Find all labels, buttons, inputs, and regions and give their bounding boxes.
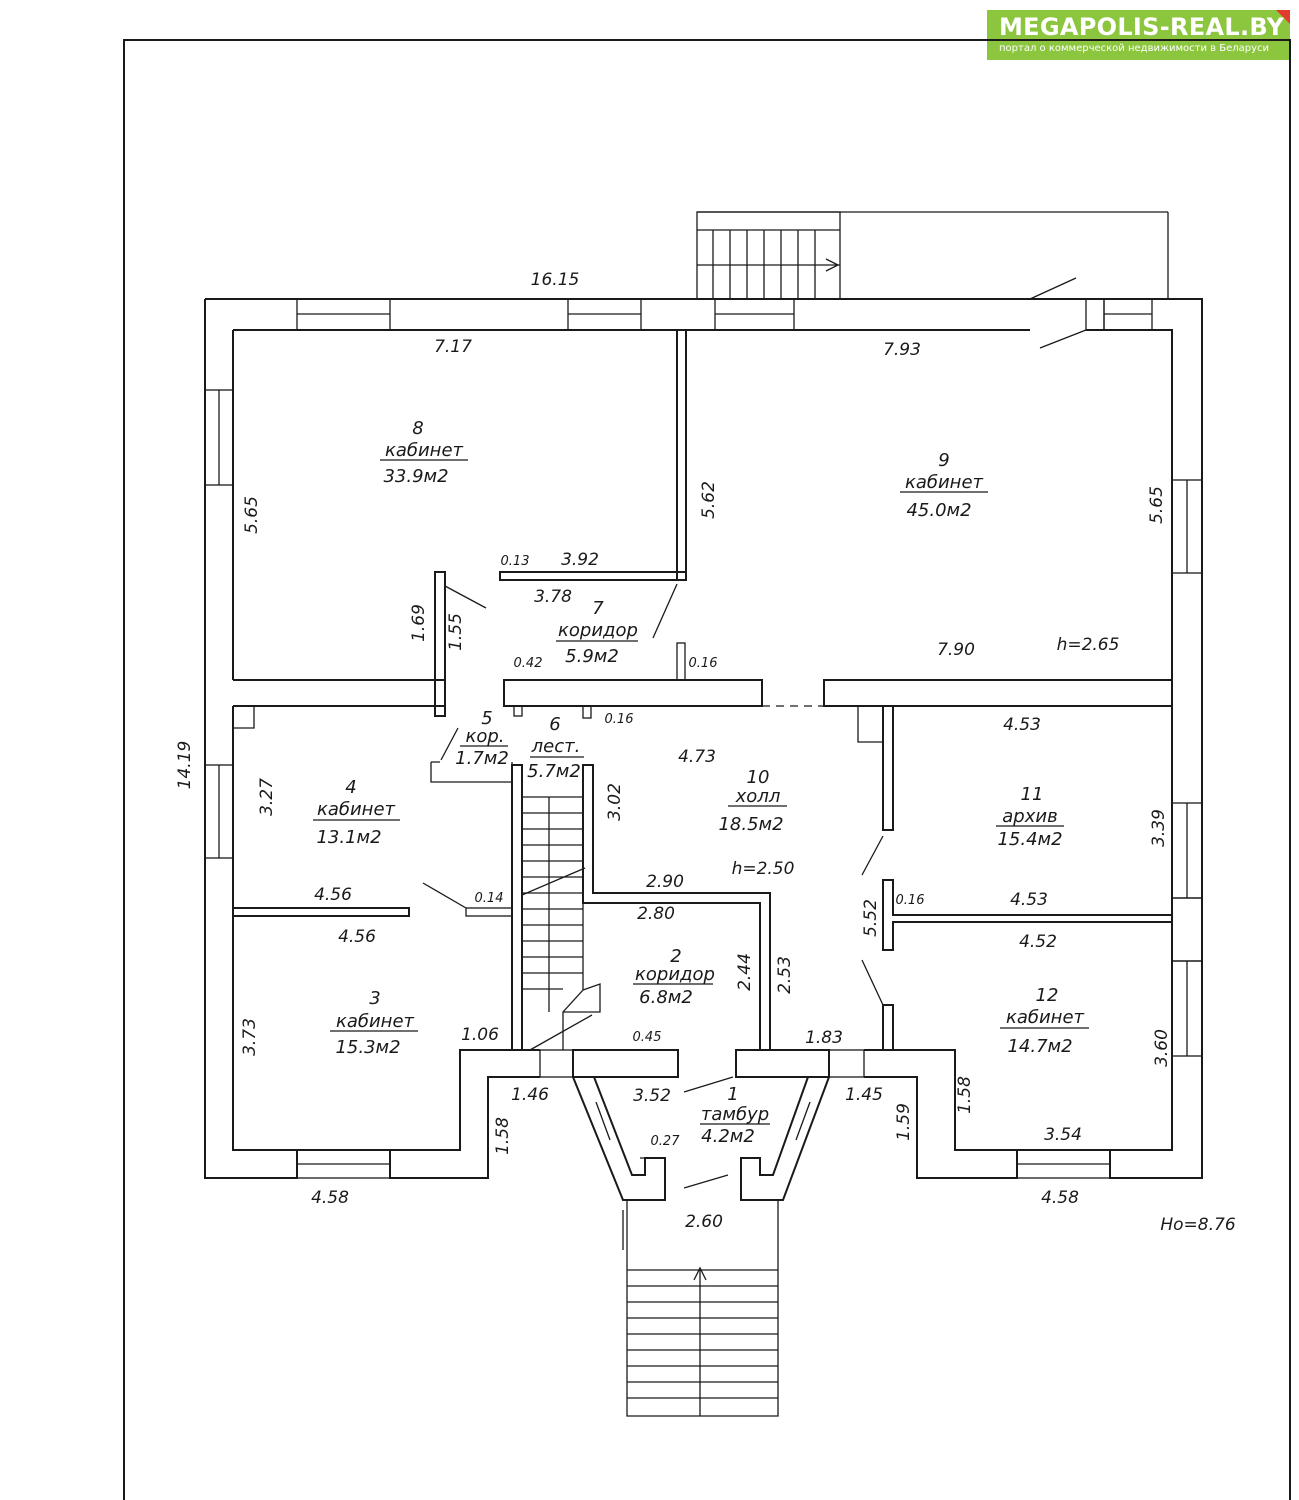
back-stair (696, 211, 1169, 300)
site-badge[interactable]: MEGAPOLIS-REAL.BY портал о коммерческой … (987, 10, 1290, 60)
dim-label: 1.06 (461, 1025, 499, 1045)
height-label: h=2.50 (732, 859, 795, 879)
dim-label: 0.45 (633, 1030, 662, 1045)
dim-label: 0.27 (651, 1134, 681, 1149)
room-6-area: 5.7м2 (527, 761, 581, 782)
front-stair (622, 1200, 779, 1417)
room-8-name: кабинет (385, 440, 464, 461)
dim-label: 1.83 (805, 1028, 843, 1048)
room-7-number: 7 (592, 598, 604, 619)
dim-label: 0.13 (501, 554, 530, 569)
dim-label: 4.52 (1019, 932, 1057, 952)
dim-label: 1.55 (446, 613, 466, 651)
dim-label: 4.58 (311, 1188, 349, 1208)
dim-label: 1.59 (894, 1103, 914, 1141)
dimension-labels: 16.15 7.17 7.93 5.65 5.62 5.65 0.13 3.92… (175, 270, 1236, 1235)
room-6-number: 6 (549, 714, 560, 735)
room-9-name: кабинет (905, 472, 984, 493)
dim-label: 3.78 (534, 587, 572, 607)
dim-label: 7.17 (434, 337, 472, 357)
dim-label: 5.52 (861, 899, 881, 937)
room-12-number: 12 (1036, 985, 1059, 1006)
dim-label: 3.27 (257, 778, 277, 816)
dim-label: 3.52 (633, 1086, 671, 1106)
dim-label: 2.80 (637, 904, 675, 924)
badge-title: MEGAPOLIS-REAL.BY (999, 13, 1285, 41)
dim-label: 5.62 (699, 481, 719, 519)
dim-label: 1.58 (493, 1117, 513, 1155)
dim-label: 0.16 (605, 712, 634, 727)
room-4-area: 13.1м2 (316, 827, 381, 848)
dim-label: 3.60 (1152, 1029, 1172, 1067)
badge-corner-mark (1276, 10, 1290, 24)
dim-label: 4.53 (1003, 715, 1041, 735)
room-4-number: 4 (345, 777, 356, 798)
dim-label: 14.19 (175, 741, 195, 790)
dim-label: 4.58 (1041, 1188, 1079, 1208)
height-label: h=2.65 (1057, 635, 1120, 655)
room-11-area: 15.4м2 (997, 829, 1062, 850)
room-11-name: архив (1002, 806, 1057, 827)
room-7-name: коридор (558, 620, 638, 641)
room-9-area: 45.0м2 (906, 500, 971, 521)
dim-label: 16.15 (531, 270, 580, 290)
room-1-area: 4.2м2 (701, 1126, 755, 1147)
room-10-area: 18.5м2 (718, 814, 783, 835)
room-6-name: лест. (531, 736, 581, 757)
room-5-number: 5 (481, 708, 492, 729)
dim-label: 1.46 (511, 1085, 549, 1105)
exterior-walls (204, 277, 1203, 1179)
room-labels: 1 тамбур 4.2м2 2 коридор 6.8м2 3 кабинет… (313, 418, 1089, 1147)
room-11-number: 11 (1021, 784, 1044, 805)
dim-label: 0.42 (514, 656, 543, 671)
badge-subtitle: портал о коммерческой недвижимости в Бел… (999, 43, 1269, 54)
dim-label: 4.56 (338, 927, 376, 947)
dim-label: 0.16 (689, 656, 718, 671)
dim-label: 4.56 (314, 885, 352, 905)
dim-label: 3.02 (605, 783, 625, 821)
dim-label: 2.60 (685, 1212, 723, 1232)
room-12-area: 14.7м2 (1007, 1036, 1072, 1057)
dim-label: 0.14 (475, 891, 504, 906)
room-12-name: кабинет (1006, 1007, 1085, 1028)
dim-label: 1.69 (409, 604, 429, 642)
dim-label: 2.44 (735, 953, 755, 991)
room-7-area: 5.9м2 (565, 646, 619, 667)
dim-label: 3.92 (561, 550, 599, 570)
dim-label: 7.90 (937, 640, 975, 660)
dim-label: 0.16 (896, 893, 925, 908)
room-1-number: 1 (727, 1084, 738, 1105)
room-3-number: 3 (369, 988, 380, 1009)
room-8-number: 8 (412, 418, 423, 439)
dim-label: 4.73 (678, 747, 716, 767)
dim-label: 5.65 (1147, 486, 1167, 524)
dim-label: 1.45 (845, 1085, 883, 1105)
room-2-number: 2 (670, 946, 681, 967)
room-2-name: коридор (635, 964, 715, 985)
dim-label: 5.65 (242, 496, 262, 534)
room-9-number: 9 (938, 450, 949, 471)
dim-label: 7.93 (883, 340, 921, 360)
room-3-name: кабинет (336, 1011, 415, 1032)
room-2-area: 6.8м2 (639, 987, 693, 1008)
room-1-name: тамбур (701, 1104, 769, 1125)
room-5-area: 1.7м2 (455, 748, 509, 769)
room-10-name: холл (735, 786, 781, 807)
room-3-area: 15.3м2 (335, 1037, 400, 1058)
sheet-frame (123, 39, 1291, 1500)
room-5-name: кор. (465, 726, 504, 747)
interior-walls (232, 330, 1173, 1201)
dim-label: 2.53 (775, 956, 795, 994)
dim-label: 3.73 (240, 1018, 260, 1056)
dim-label: 3.39 (1149, 809, 1169, 847)
dim-label: 4.53 (1010, 890, 1048, 910)
dim-label: 2.90 (646, 872, 684, 892)
dim-label: 3.54 (1044, 1125, 1082, 1145)
room-8-area: 33.9м2 (383, 466, 448, 487)
room-4-name: кабинет (317, 799, 396, 820)
height-label: Hо=8.76 (1160, 1215, 1235, 1235)
room-10-number: 10 (747, 767, 770, 788)
dim-label: 1.58 (955, 1076, 975, 1114)
